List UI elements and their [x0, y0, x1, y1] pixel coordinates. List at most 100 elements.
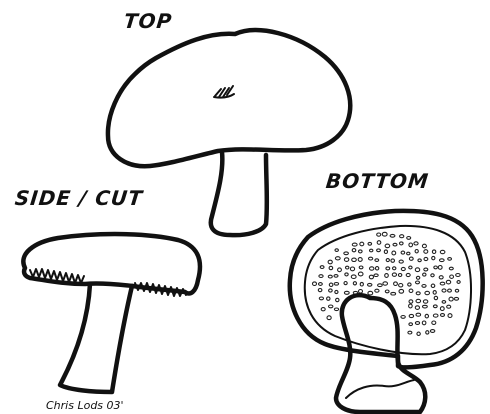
- pore-mark: [426, 331, 429, 334]
- pore-mark: [409, 314, 413, 317]
- pore-mark: [416, 313, 421, 316]
- pore-mark: [422, 244, 426, 248]
- pore-mark: [344, 282, 347, 285]
- pore-mark: [328, 260, 332, 264]
- pore-mark: [345, 273, 348, 276]
- pore-mark: [431, 284, 435, 287]
- pore-mark: [377, 249, 381, 252]
- pore-mark: [446, 280, 450, 284]
- pore-mark: [351, 275, 356, 279]
- pore-mark: [416, 292, 420, 295]
- pore-mark: [407, 237, 411, 240]
- pore-mark: [422, 321, 426, 325]
- pore-mark: [423, 300, 427, 303]
- pore-mark: [390, 234, 395, 237]
- pore-mark: [447, 305, 451, 308]
- pore-mark: [432, 250, 435, 254]
- pore-mark: [327, 297, 330, 300]
- pore-mark: [450, 275, 454, 278]
- pore-mark: [370, 249, 373, 252]
- pore-mark: [423, 305, 428, 308]
- pore-mark: [385, 274, 389, 278]
- pore-mark: [369, 275, 373, 279]
- pore-mark: [382, 232, 387, 236]
- pore-mark: [409, 243, 413, 247]
- pore-mark: [391, 292, 396, 295]
- pore-mark: [438, 266, 442, 270]
- pore-mark: [360, 242, 364, 246]
- pore-mark: [433, 291, 436, 295]
- pore-mark: [329, 305, 333, 308]
- pore-mark: [329, 289, 333, 292]
- pore-mark: [424, 268, 428, 271]
- pore-mark: [409, 323, 413, 326]
- pore-mark: [377, 233, 381, 236]
- pore-mark: [409, 304, 413, 308]
- pore-mark: [431, 274, 434, 277]
- pore-mark: [408, 331, 412, 334]
- pore-mark: [393, 267, 396, 270]
- pore-mark: [424, 257, 428, 260]
- pore-mark: [321, 308, 325, 311]
- pore-mark: [440, 250, 445, 253]
- pore-mark: [329, 283, 333, 286]
- pore-mark: [455, 289, 458, 292]
- pore-mark: [378, 284, 383, 287]
- pore-mark: [399, 260, 403, 263]
- side-cut-stem: [60, 284, 132, 392]
- pore-mark: [415, 250, 418, 253]
- pore-mark: [335, 257, 340, 260]
- pore-mark: [449, 267, 453, 270]
- pore-mark: [399, 284, 403, 287]
- pore-mark: [375, 289, 379, 292]
- pore-mark: [454, 297, 458, 300]
- pore-mark: [344, 291, 349, 294]
- pore-mark: [392, 273, 396, 276]
- pore-mark: [416, 299, 421, 302]
- pore-mark: [409, 289, 413, 292]
- pore-mark: [319, 297, 323, 300]
- pore-mark: [440, 282, 445, 285]
- label-top: TOP: [123, 9, 174, 33]
- pore-mark: [432, 256, 435, 259]
- pore-mark: [448, 314, 452, 318]
- label-bottom: BOTTOM: [325, 169, 430, 193]
- pore-mark: [394, 282, 398, 286]
- pore-mark: [359, 250, 363, 253]
- pore-mark: [399, 289, 404, 293]
- artist-credit: Chris Lods 03': [46, 399, 124, 412]
- pore-mark: [320, 266, 324, 269]
- pore-mark: [344, 252, 349, 255]
- pore-mark: [433, 305, 437, 308]
- pore-mark: [386, 267, 390, 270]
- pore-mark: [334, 308, 338, 311]
- pore-mark: [409, 257, 413, 260]
- pore-mark: [416, 281, 420, 284]
- top-view-mushroom: [108, 30, 350, 235]
- pore-mark: [417, 332, 420, 335]
- pore-mark: [457, 281, 460, 284]
- pore-mark: [416, 276, 419, 279]
- pore-mark: [375, 259, 379, 262]
- pore-mark: [358, 272, 363, 276]
- pore-mark: [385, 244, 390, 248]
- pore-mark: [424, 250, 428, 254]
- pore-mark: [368, 283, 372, 286]
- pore-mark: [352, 249, 356, 252]
- pore-mark: [358, 258, 362, 262]
- pore-mark: [433, 314, 438, 317]
- pore-mark: [456, 274, 460, 277]
- pore-mark: [440, 259, 445, 262]
- pore-mark: [406, 273, 410, 276]
- pore-mark: [328, 275, 332, 278]
- pore-mark: [344, 258, 348, 262]
- pore-mark: [319, 283, 323, 286]
- pore-mark: [335, 249, 338, 252]
- pore-mark: [336, 298, 339, 301]
- bottom-view-pores: [313, 232, 461, 335]
- bottom-view-stem-base: [346, 380, 414, 398]
- pore-mark: [422, 285, 426, 288]
- pore-mark: [327, 316, 331, 320]
- pore-mark: [423, 273, 426, 276]
- top-view-cap: [108, 30, 350, 166]
